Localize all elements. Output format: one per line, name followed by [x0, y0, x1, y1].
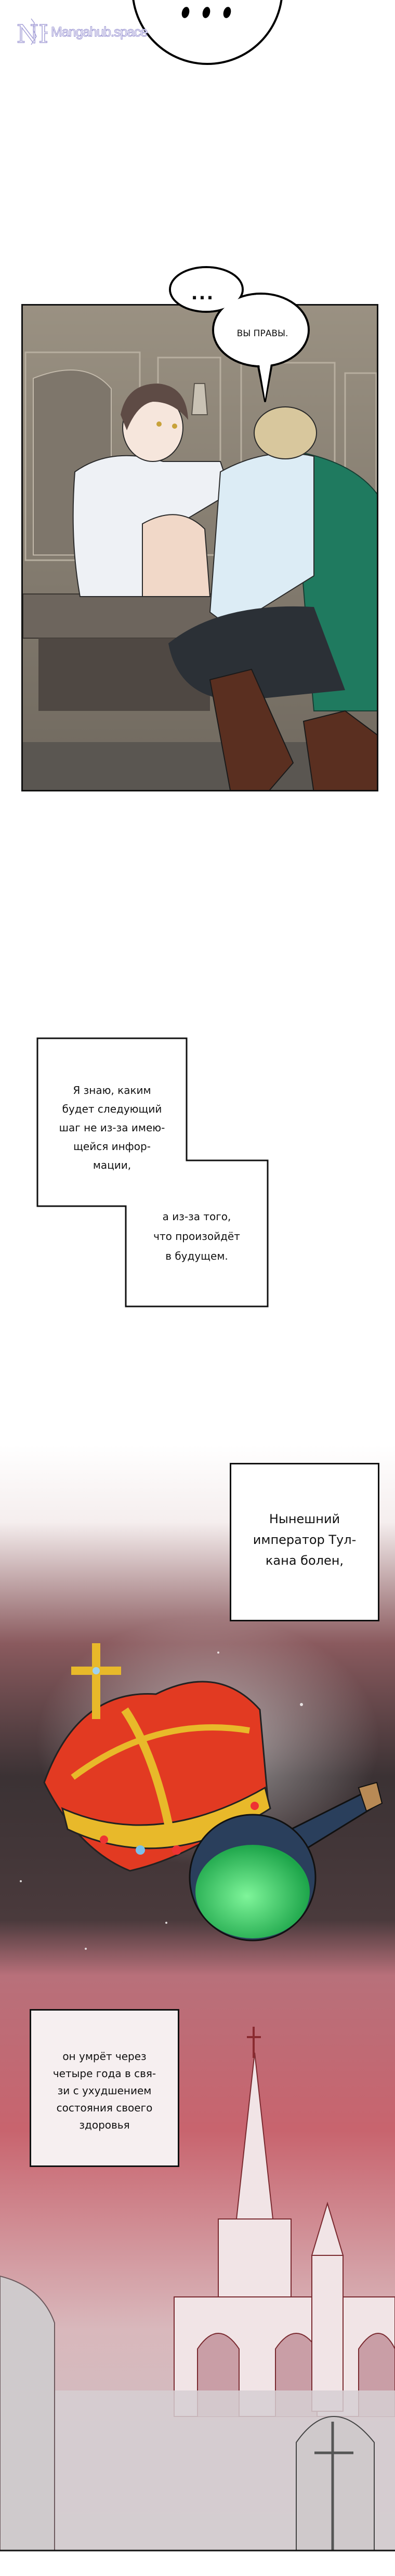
gravestone — [296, 2416, 375, 2551]
watermark: NH Mangahub.space — [16, 16, 148, 48]
narration-box-death: он умрёт через четыре года в свя- зи с у… — [30, 2009, 179, 2167]
speech-bubble-you-are-right — [169, 266, 310, 402]
top-speech-bubble — [132, 0, 283, 65]
bubble-text-you-are-right: ВЫ ПРАВЫ. — [236, 328, 288, 339]
watermark-text: Mangahub.space — [50, 23, 148, 39]
bubble-ellipsis: ... — [191, 283, 215, 304]
narration-text-death: он умрёт через четыре года в свя- зи с у… — [52, 2050, 156, 2131]
narration-box-outline — [36, 1037, 269, 1307]
narration-text-b: а из-за того, что произойдёт в будущем. — [153, 1210, 240, 1262]
narration-text-emperor: Нынешний император Тул- кана болен, — [253, 1511, 357, 1568]
panel-1 — [21, 304, 378, 791]
rock — [0, 2275, 55, 2551]
narration-box-emperor: Нынешний император Тул- кана болен, — [230, 1463, 379, 1621]
potion-bottle-illustration — [189, 1781, 383, 1941]
panel-1-art — [23, 306, 377, 790]
mangahub-logo-icon: NH — [16, 18, 48, 48]
narration-text-a: Я знаю, каким будет следующий шаг не из-… — [59, 1084, 165, 1171]
